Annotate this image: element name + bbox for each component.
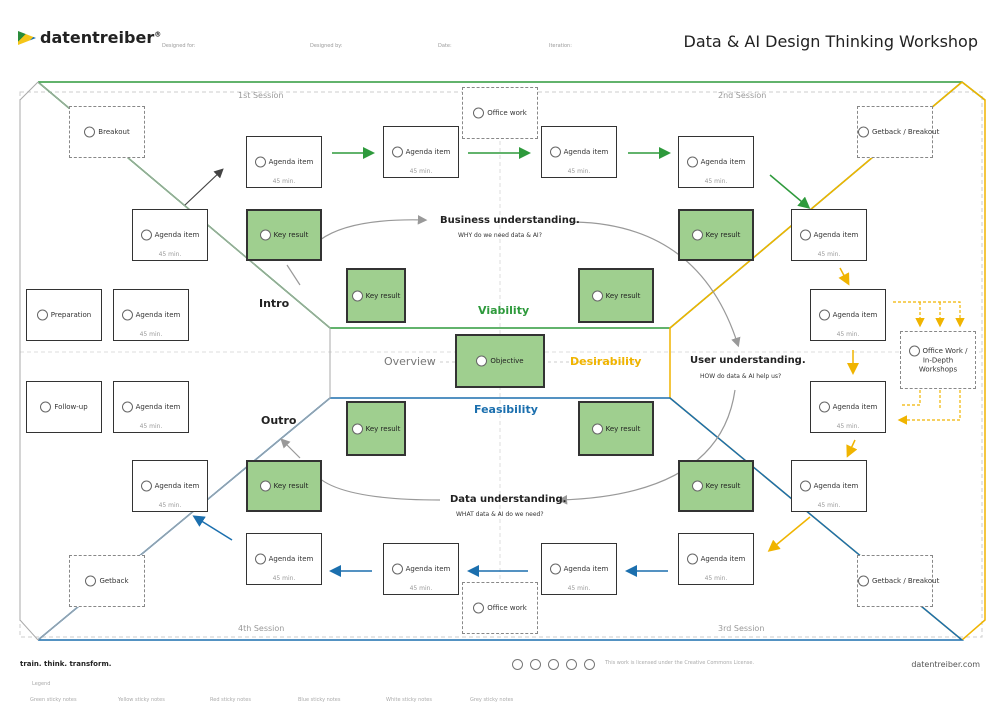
data-understanding-title: Data understanding. (450, 494, 567, 505)
legend-item: Yellow sticky notes (118, 697, 165, 703)
key-result-box[interactable]: Key result (246, 209, 322, 261)
overview-label: Overview (384, 355, 436, 368)
session-4-label: 4th Session (238, 624, 285, 633)
session-3-label: 3rd Session (718, 624, 765, 633)
follow-up-box[interactable]: Follow-up (26, 381, 102, 433)
designed-by-field[interactable]: Designed by: (310, 43, 343, 49)
page-title: Data & AI Design Thinking Workshop (683, 32, 978, 51)
key-result-box[interactable]: Key result (246, 460, 322, 512)
key-result-box[interactable]: Key result (578, 401, 654, 456)
legend-label: Legend (32, 681, 51, 687)
cc-icon (512, 659, 523, 670)
getback-breakout-bottom-box[interactable]: Getback / Breakout (857, 555, 939, 607)
website-link[interactable]: datentreiber.com (911, 660, 980, 669)
key-result-box[interactable]: Key result (346, 268, 406, 323)
breakout-box[interactable]: Breakout (69, 106, 145, 158)
key-result-box[interactable]: Key result (578, 268, 654, 323)
user-understanding-sub: HOW do data & AI help us? (700, 373, 782, 380)
date-field[interactable]: Date: (438, 43, 452, 49)
key-result-box[interactable]: Key result (678, 460, 754, 512)
session-1-label: 1st Session (238, 91, 284, 100)
sa-icon (548, 659, 559, 670)
designed-for-field[interactable]: Designed for: (162, 43, 196, 49)
iteration-field[interactable]: Iteration: (549, 43, 572, 49)
intro-label: Intro (259, 297, 290, 310)
nd-icon (584, 659, 595, 670)
office-work-top-box[interactable]: Office work (462, 87, 538, 139)
viability-label: Viability (478, 304, 530, 317)
tagline: train. think. transform. (20, 660, 112, 668)
legend-item: Green sticky notes (30, 697, 77, 703)
key-result-box[interactable]: Key result (678, 209, 754, 261)
by-icon (530, 659, 541, 670)
legend-item: Blue sticky notes (298, 697, 341, 703)
preparation-box[interactable]: Preparation (26, 289, 102, 341)
user-understanding-title: User understanding. (690, 355, 806, 366)
desirability-label: Desirability (570, 355, 642, 368)
business-understanding-sub: WHY do we need data & AI? (458, 232, 542, 239)
legend-item: Grey sticky notes (470, 697, 514, 703)
nc-icon (566, 659, 577, 670)
feasibility-label: Feasibility (474, 403, 538, 416)
datentreiber-logo: datentreiber® (18, 28, 161, 47)
objective-box[interactable]: Objective (455, 334, 545, 388)
office-work-bottom-box[interactable]: Office work (462, 582, 538, 634)
data-understanding-sub: WHAT data & AI do we need? (456, 511, 544, 518)
getback-box[interactable]: Getback (69, 555, 145, 607)
legend-item: Red sticky notes (210, 697, 251, 703)
license-text: This work is licensed under the Creative… (605, 660, 755, 666)
getback-breakout-top-box[interactable]: Getback / Breakout (857, 106, 939, 158)
session-2-label: 2nd Session (718, 91, 767, 100)
outro-label: Outro (261, 414, 297, 427)
legend-item: White sticky notes (386, 697, 432, 703)
business-understanding-title: Business understanding. (440, 215, 580, 226)
key-result-box[interactable]: Key result (346, 401, 406, 456)
